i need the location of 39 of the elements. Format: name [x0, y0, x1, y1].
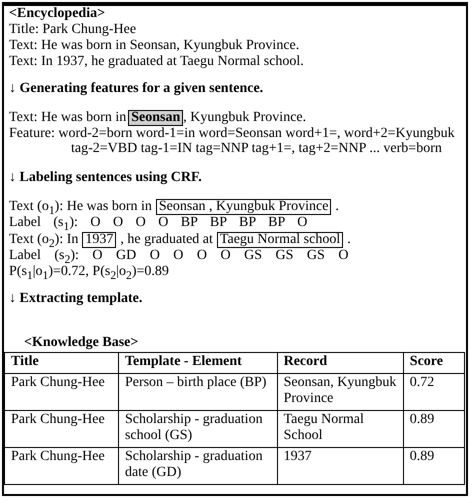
table-cell: Scholarship - graduation school (GS): [118, 410, 278, 448]
text-line: Text: In 1937, he graduated at Taegu Normal school.: [9, 54, 304, 70]
table-cell: Park Chung-Hee: [4, 448, 118, 484]
section-heading: ↓ Extracting template.: [9, 291, 142, 307]
text-line: Label (s$_{1}$): O O O O BP BP BP BP O: [9, 215, 308, 233]
text-line: P(s$_{1}$|o$_{1}$)=0.72, P(s$_{2}$|o$_{2}$)=0.89: [9, 264, 169, 284]
text-line: , he graduated at: [120, 232, 213, 248]
section-heading: ↓ Generating features for a given sentence.: [9, 81, 264, 97]
column-header: Template - Element: [118, 352, 278, 374]
highlighted-word: Seonsan: [128, 110, 184, 126]
column-header: Title: [4, 352, 118, 374]
table-cell: 0.72: [403, 374, 464, 410]
text-line: Label (s$_{2}$): O GD O O O O GS GS GS O: [9, 248, 348, 266]
column-header: Record: [277, 352, 404, 374]
text-line: Text: He was born in Seonsan, Kyungbuk Province.: [9, 38, 300, 54]
table-cell: Park Chung-Hee: [4, 410, 118, 448]
boxed-phrase: Taegu Normal school: [216, 232, 344, 248]
column-header: Score: [403, 352, 464, 374]
section-heading: <Knowledge Base>: [24, 335, 138, 351]
text-line: .: [347, 232, 351, 248]
text-line: Title: Park Chung-Hee: [9, 22, 136, 38]
table-cell: Seonsan, Kyungbuk Province: [277, 374, 404, 410]
boxed-phrase: 1937: [82, 232, 116, 248]
table-cell: Taegu Normal School: [277, 410, 404, 448]
section-heading: <Encyclopedia>: [9, 6, 106, 22]
text-line: , Kyungbuk Province.: [183, 110, 306, 126]
section-heading: ↓ Labeling sentences using CRF.: [9, 170, 202, 186]
text-line: Text (o$_{1}$): He was born in: [9, 199, 152, 217]
boxed-phrase: Seonsan , Kyungbuk Province: [156, 199, 332, 215]
table-cell: Person – birth place (BP): [118, 374, 278, 410]
text-line: Text (o$_{2}$): In: [9, 232, 78, 250]
table-cell: 1937: [277, 448, 404, 484]
table-cell: 0.89: [403, 410, 464, 448]
table-cell: 0.89: [403, 448, 464, 484]
table-cell: Park Chung-Hee: [4, 374, 118, 410]
table-cell: Scholarship - graduation date (GD): [118, 448, 278, 484]
feature-text: Feature: word-2=born word-1=in word=Seonsan word+1=, word+2=Kyungbuk tag-2=VBD tag-1=IN tag=NNP tag+1=, tag+2=NNP ... verb=born: [9, 126, 456, 156]
text-line: Text: He was born in: [9, 110, 126, 126]
text-line: .: [335, 199, 339, 215]
